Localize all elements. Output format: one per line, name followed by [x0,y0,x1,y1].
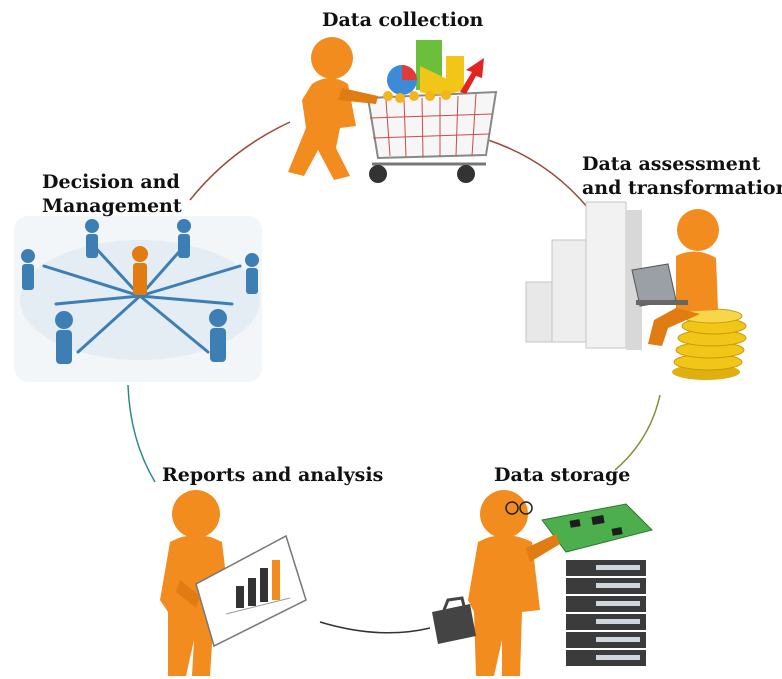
figure-body [676,251,718,312]
figure-arm [338,88,378,104]
figure-head [172,490,220,538]
stage-label-line: and transformation [582,177,782,199]
server-technician-illustration [432,490,653,676]
figure-body [468,535,540,676]
stage-label-data-storage: Data storage [494,464,631,486]
analyst-with-laptop-illustration [525,201,747,380]
laptop [631,263,677,307]
connector-collection-to-assessment [487,139,589,209]
stage-label-data-collection: Data collection [322,9,484,31]
network-people-illustration [14,216,262,382]
chart-bar [585,201,627,349]
stage-label-decision-and-management: Decision and Management [42,170,182,218]
figure-head [677,209,719,251]
figure-head [480,490,528,538]
figure-body [288,78,356,180]
figure-head [311,37,353,79]
server-rack [566,560,646,666]
connector-decision-to-collection [189,121,291,201]
cart-basket [366,90,498,160]
cart-wheel [457,165,475,183]
stage-label-reports-and-analysis: Reports and analysis [162,464,384,486]
cart-wheel [369,165,387,183]
chart-bar [525,281,555,343]
red-arrow-up [460,58,484,94]
stage-label-data-assessment: Data assessment and transformation [582,152,782,200]
stage-label-line: Data assessment [582,153,761,175]
figure-holding-report-illustration [160,490,307,676]
connector-storage-to-reports [319,621,431,634]
chart-bar [551,239,587,343]
stage-label-line: Decision and [42,171,180,193]
connector-reports-to-decision [127,384,156,483]
shopping-cart-figure-illustration [288,37,498,183]
connector-assessment-to-storage [614,394,661,471]
report-sheet [195,534,307,648]
stage-label-line: Management [42,195,182,217]
coin-stack [672,308,747,380]
toolbox [432,604,476,644]
